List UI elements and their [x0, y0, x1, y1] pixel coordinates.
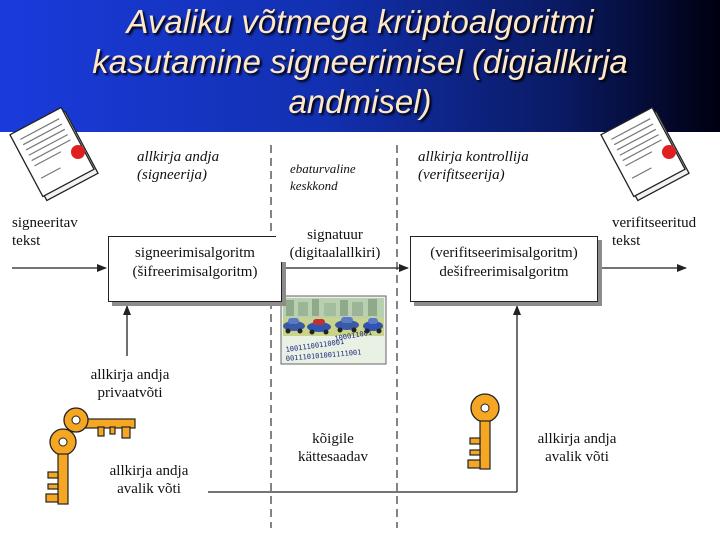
signer-label: allkirja andja (signeerija) — [137, 149, 220, 183]
signing-algorithm-box: signeerimisalgoritm (šifreerimisalgoritm… — [108, 236, 282, 302]
car-icon — [283, 318, 305, 334]
title-line-1: Avaliku võtmega krüptoalgoritmi — [126, 3, 594, 40]
input-text-label: signeeritav tekst — [12, 215, 78, 249]
public-key-left-icon — [45, 428, 77, 505]
output-text-label: verifitseeritud tekst — [612, 215, 697, 249]
private-key-icon — [63, 407, 136, 439]
private-key-label: allkirja andja privaatvõti — [70, 366, 190, 402]
title-line-2: kasutamine signeerimisel (digiallkirja — [92, 43, 628, 80]
public-access-label: kõigile kättesaadav — [279, 430, 387, 466]
public-key-left-label: allkirja andja avalik võti — [90, 462, 208, 498]
verifier-label: allkirja kontrollija (verifitseerija) — [418, 149, 529, 183]
document-icon-left — [9, 106, 99, 202]
car-icon — [335, 317, 359, 333]
document-icon-right — [600, 106, 690, 202]
channel-label: ebaturvaline keskkond — [290, 161, 356, 193]
title-line-3: andmisel) — [288, 83, 432, 120]
title-banner — [0, 0, 720, 132]
public-key-right-label: allkirja andja avalik võti — [518, 430, 636, 466]
signature-picture: 100011001 10011100110001 001110101001111… — [280, 295, 387, 365]
slide-title: Avaliku võtmega krüptoalgoritmi kasutami… — [0, 2, 720, 122]
verification-algorithm-box: (verifitseerimisalgoritm) dešifreerimisa… — [410, 236, 598, 302]
signature-label: signatuur (digitaalallkiri) — [276, 226, 394, 262]
car-icon — [363, 318, 383, 334]
car-icon — [307, 319, 331, 335]
public-key-right-icon — [467, 393, 500, 470]
